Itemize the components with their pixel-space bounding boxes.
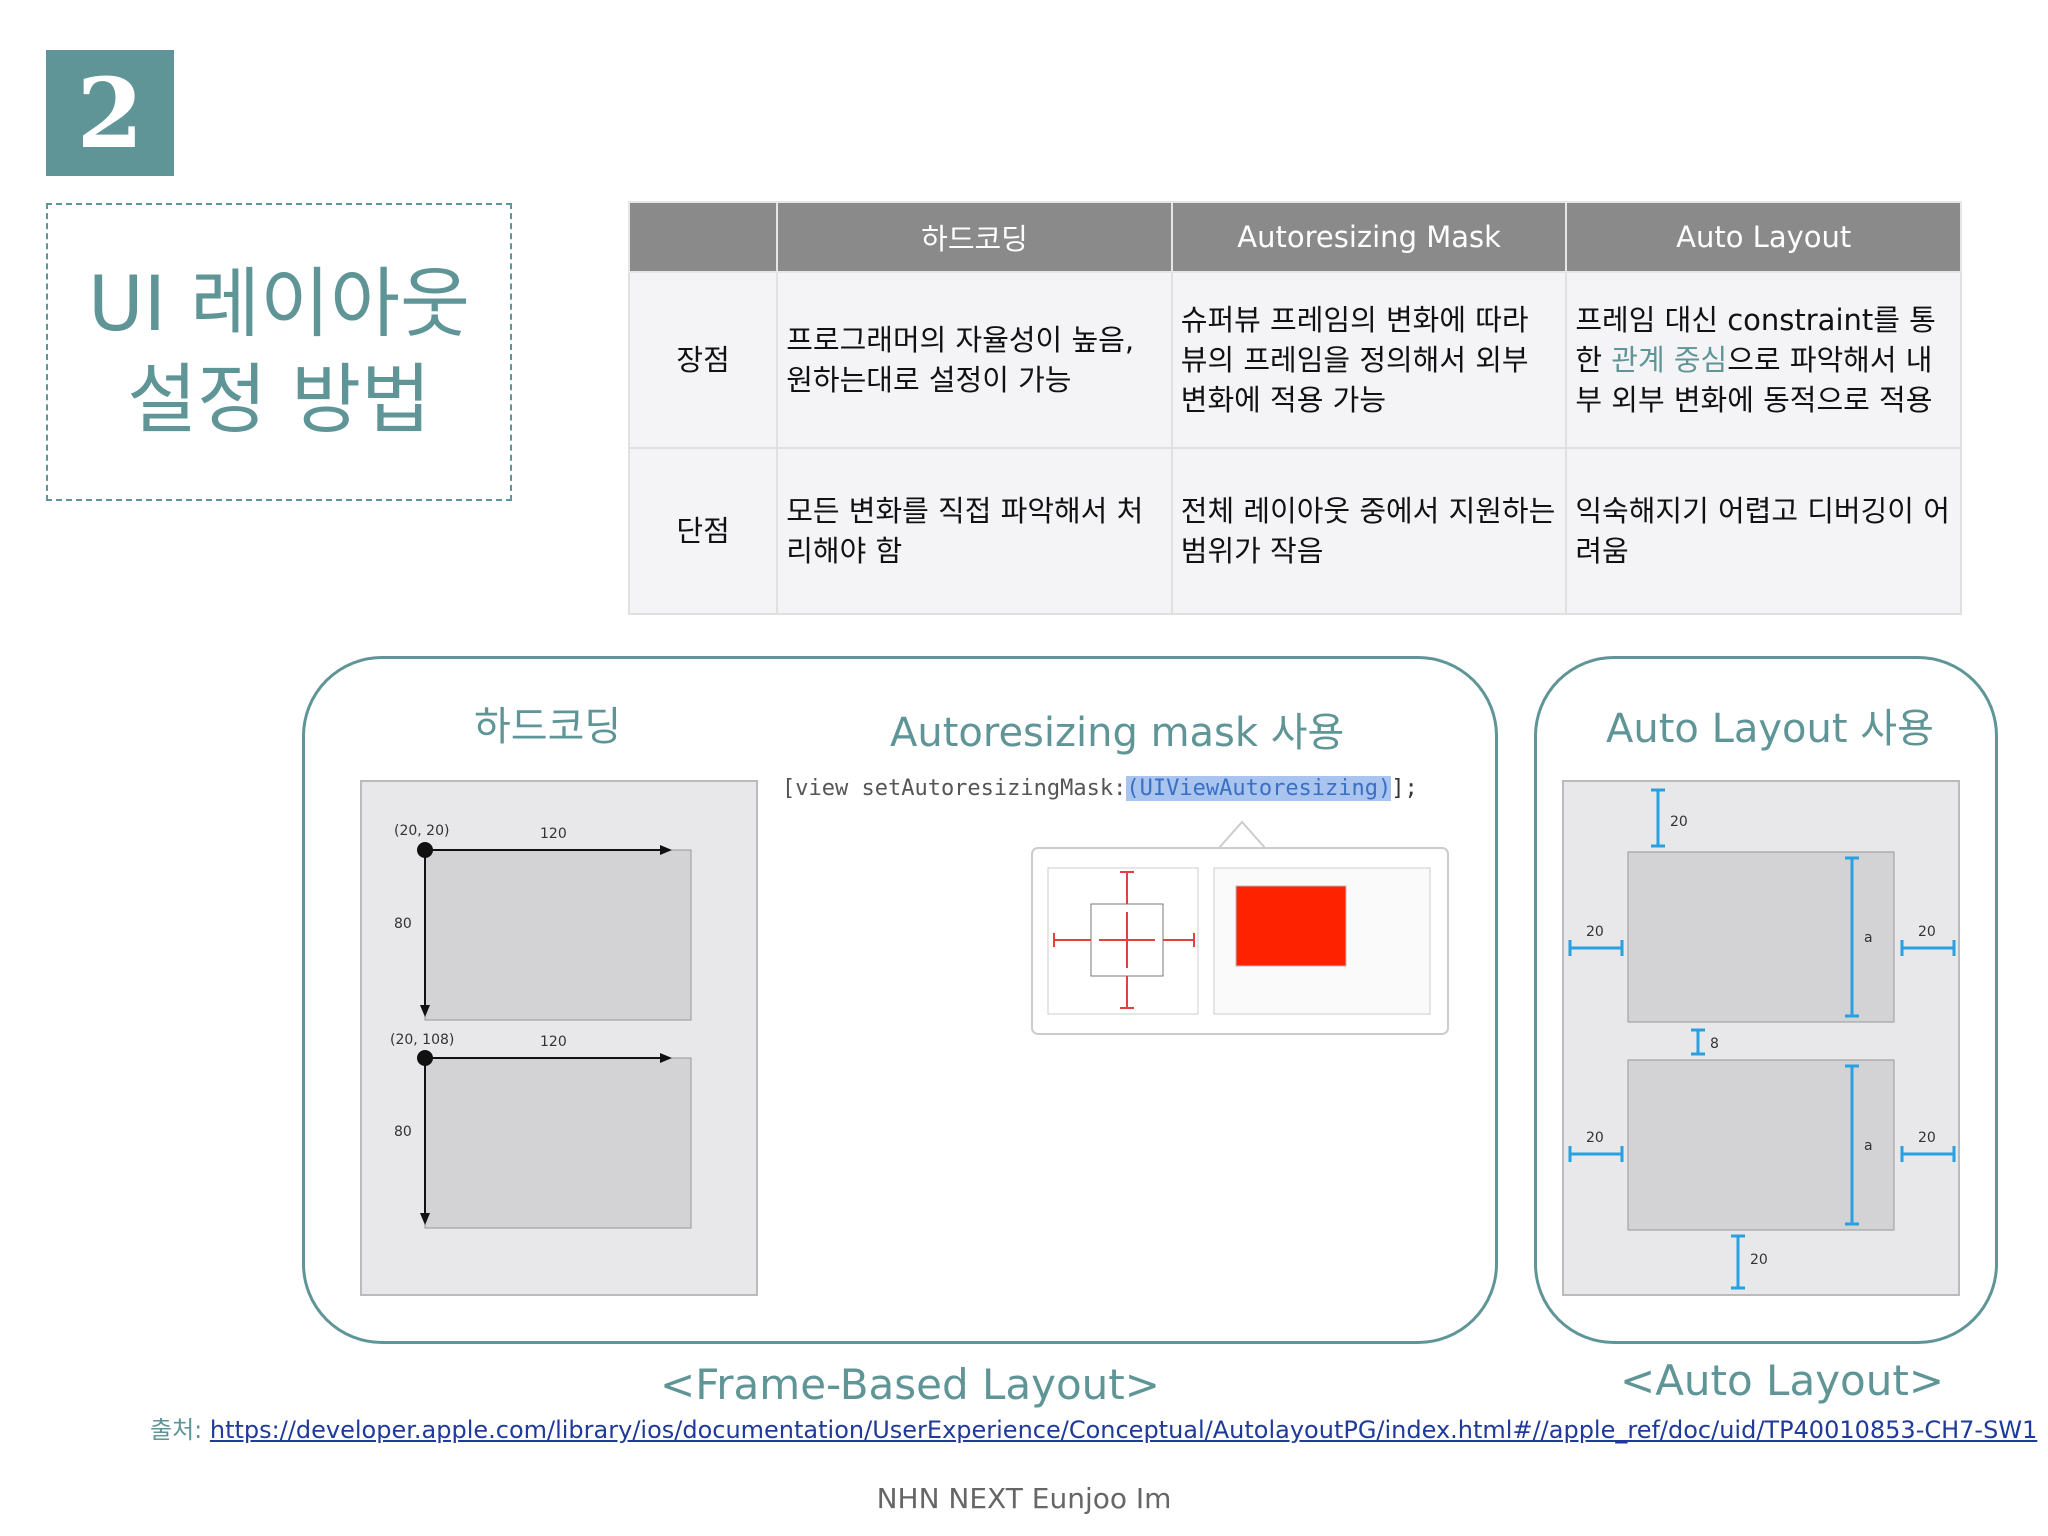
autolayout-label: Auto Layout 사용 [1606, 706, 1934, 752]
footer-author: NHN NEXT Eunjoo Im [876, 1482, 1172, 1515]
height-label-top: 80 [394, 916, 412, 932]
source-citation: 출처: https://developer.apple.com/library/… [150, 1410, 2037, 1445]
width-label-top: 120 [540, 826, 567, 842]
margin-top-label: 20 [1670, 814, 1688, 830]
autolayout-diagram: 20 20 20 a 8 20 20 a 20 [1562, 780, 1960, 1296]
code-snippet: [view setAutoresizingMask:(UIViewAutores… [782, 776, 1418, 801]
autoresizing-label: Autoresizing mask 사용 [890, 710, 1345, 756]
slide-number-badge: 2 [46, 50, 174, 176]
code-prefix: [view setAutoresizingMask: [782, 776, 1127, 801]
cell-pros-autolayout: 프레임 대신 constraint를 통한 관계 중심으로 파악해서 내부 외부… [1565, 271, 1962, 449]
autolayout-view-bottom [1627, 1059, 1895, 1231]
table-header-autolayout: Auto Layout [1565, 201, 1962, 273]
gap-label: 8 [1710, 1036, 1719, 1052]
cell-pros-autolayout-post: 으로 파악해서 내부 외부 변화에 동적으로 적용 [1575, 343, 1933, 417]
row-label-cons: 단점 [627, 447, 779, 615]
cell-cons-autoresizing: 전체 레이아웃 중에서 지원하는 범위가 작음 [1170, 447, 1568, 615]
code-selected: (UIViewAutoresizing) [1126, 776, 1392, 801]
margin-bottom-label: 20 [1750, 1252, 1768, 1268]
table-header-hardcoding: 하드코딩 [776, 201, 1173, 273]
cell-cons-hardcoding: 모든 변화를 직접 파악해서 처리해야 함 [776, 447, 1173, 615]
slide-title-box: UI 레이아웃 설정 방법 [46, 203, 512, 501]
margin-left-label-bottom: 20 [1586, 1130, 1604, 1146]
cell-pros-hardcoding: 프로그래머의 자율성이 높음, 원하는대로 설정이 가능 [776, 271, 1173, 449]
slide-number: 2 [76, 56, 144, 170]
subview-top [424, 849, 692, 1021]
source-link[interactable]: https://developer.apple.com/library/ios/… [209, 1416, 2038, 1444]
table-header-empty [627, 201, 779, 273]
frame-based-caption: <Frame-Based Layout> [660, 1360, 1160, 1409]
origin-label-bottom: (20, 108) [390, 1032, 454, 1048]
width-label-bottom: 120 [540, 1034, 567, 1050]
mask-struts [1053, 871, 1195, 1009]
slide-title-line2: 설정 방법 [127, 355, 431, 444]
height-label-bottom: 80 [394, 1124, 412, 1140]
margin-right-label-bottom: 20 [1918, 1130, 1936, 1146]
margin-right-label-top: 20 [1918, 924, 1936, 940]
mask-preview-red-view [1235, 885, 1347, 967]
cell-pros-autolayout-accent: 관계 중심 [1611, 343, 1728, 377]
cell-pros-autolayout-pre: 프레임 대신 constraint를 통한 [1575, 303, 1936, 377]
hardcoding-label: 하드코딩 [474, 704, 622, 750]
code-suffix: ]; [1391, 776, 1418, 801]
hardcoding-diagram: (20, 20) 120 80 (20, 108) 120 80 [360, 780, 758, 1296]
margin-left-label-top: 20 [1586, 924, 1604, 940]
table-header-autoresizing: Autoresizing Mask [1170, 201, 1568, 273]
comparison-table: 하드코딩 Autoresizing Mask Auto Layout 장점 프로… [627, 201, 1962, 615]
constraint-guides [1568, 788, 1956, 1290]
table-row-pros: 장점 프로그래머의 자율성이 높음, 원하는대로 설정이 가능 슈퍼뷰 프레임의… [627, 271, 1962, 449]
table-row-cons: 단점 모든 변화를 직접 파악해서 처리해야 함 전체 레이아웃 중에서 지원하… [627, 447, 1962, 615]
row-label-pros: 장점 [627, 271, 779, 449]
autolayout-view-top [1627, 851, 1895, 1023]
autoresizing-popover [1031, 820, 1449, 1035]
auto-layout-caption: <Auto Layout> [1620, 1356, 1945, 1405]
slide-title-line1: UI 레이아웃 [88, 259, 470, 348]
height-a-label-bottom: a [1864, 1138, 1873, 1154]
source-label: 출처: [150, 1416, 210, 1444]
subview-bottom [424, 1057, 692, 1229]
height-a-label-top: a [1864, 930, 1873, 946]
cell-cons-autolayout: 익숙해지기 어렵고 디버깅이 어려움 [1565, 447, 1962, 615]
cell-pros-autoresizing: 슈퍼뷰 프레임의 변화에 따라 뷰의 프레임을 정의해서 외부 변화에 적용 가… [1170, 271, 1568, 449]
origin-label-top: (20, 20) [394, 823, 449, 839]
table-header-row: 하드코딩 Autoresizing Mask Auto Layout [627, 201, 1962, 273]
